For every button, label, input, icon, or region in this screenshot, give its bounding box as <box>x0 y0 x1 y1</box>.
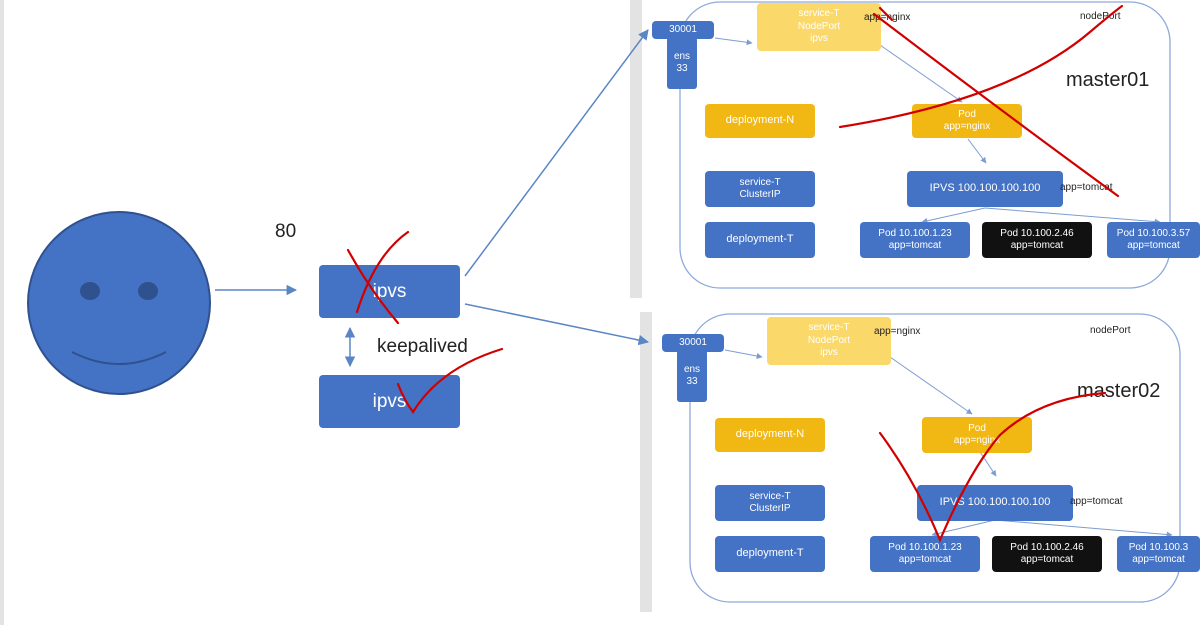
user-smiley-icon <box>27 211 211 395</box>
master02-app-tomcat-label: app=tomcat <box>1070 496 1123 507</box>
port-label: 80 <box>275 221 297 242</box>
master01-service-clusterip[interactable]: service-T ClusterIP <box>705 171 815 207</box>
master01-deployment-t[interactable]: deployment-T <box>705 222 815 258</box>
master01-nodeport-label: nodePort <box>1080 11 1121 22</box>
master01-pod-3[interactable]: Pod 10.100.3.57 app=tomcat <box>1107 222 1200 258</box>
master02-frame <box>689 313 1181 603</box>
master01-ipvs[interactable]: IPVS 100.100.100.100 <box>907 171 1063 207</box>
master02-port-30001[interactable]: 30001 <box>662 334 724 352</box>
master02-deployment-n[interactable]: deployment-N <box>715 418 825 452</box>
lb-backup-ipvs[interactable]: ipvs <box>319 375 460 428</box>
master01-deployment-n[interactable]: deployment-N <box>705 104 815 138</box>
master02-pod-nginx[interactable]: Pod app=nginx <box>922 417 1032 453</box>
lb-primary-ipvs[interactable]: ipvs <box>319 265 460 318</box>
master01-app-nginx-label: app=nginx <box>864 12 911 23</box>
master02-service-nodeport[interactable]: service-T NodePort ipvs <box>767 317 891 365</box>
master01-nic-ens33[interactable]: ens 33 <box>667 37 697 89</box>
master02-pod-1[interactable]: Pod 10.100.1.23 app=tomcat <box>870 536 980 572</box>
master02-pod-2[interactable]: Pod 10.100.2.46 app=tomcat <box>992 536 1102 572</box>
master01-service-nodeport[interactable]: service-T NodePort ipvs <box>757 3 881 51</box>
master01-title: master01 <box>1066 69 1150 91</box>
master01-frame <box>679 1 1171 289</box>
master02-nodeport-label: nodePort <box>1090 325 1131 336</box>
master02-service-clusterip[interactable]: service-T ClusterIP <box>715 485 825 521</box>
master01-app-tomcat-label: app=tomcat <box>1060 182 1113 193</box>
keepalived-label: keepalived <box>377 336 468 357</box>
slide-divider-top <box>630 0 642 298</box>
slide-divider-bottom <box>640 312 652 612</box>
master02-nic-ens33[interactable]: ens 33 <box>677 350 707 402</box>
master02-title: master02 <box>1077 380 1161 402</box>
slide-divider-left <box>0 0 4 625</box>
master02-ipvs[interactable]: IPVS 100.100.100.100 <box>917 485 1073 521</box>
master01-pod-nginx[interactable]: Pod app=nginx <box>912 104 1022 138</box>
master02-app-nginx-label: app=nginx <box>874 326 921 337</box>
master01-pod-1[interactable]: Pod 10.100.1.23 app=tomcat <box>860 222 970 258</box>
master02-deployment-t[interactable]: deployment-T <box>715 536 825 572</box>
master02-pod-3[interactable]: Pod 10.100.3 app=tomcat <box>1117 536 1200 572</box>
master01-port-30001[interactable]: 30001 <box>652 21 714 39</box>
lb-to-master01-arrow <box>464 29 649 277</box>
lb-to-master02-arrow <box>464 303 650 346</box>
master01-pod-2[interactable]: Pod 10.100.2.46 app=tomcat <box>982 222 1092 258</box>
